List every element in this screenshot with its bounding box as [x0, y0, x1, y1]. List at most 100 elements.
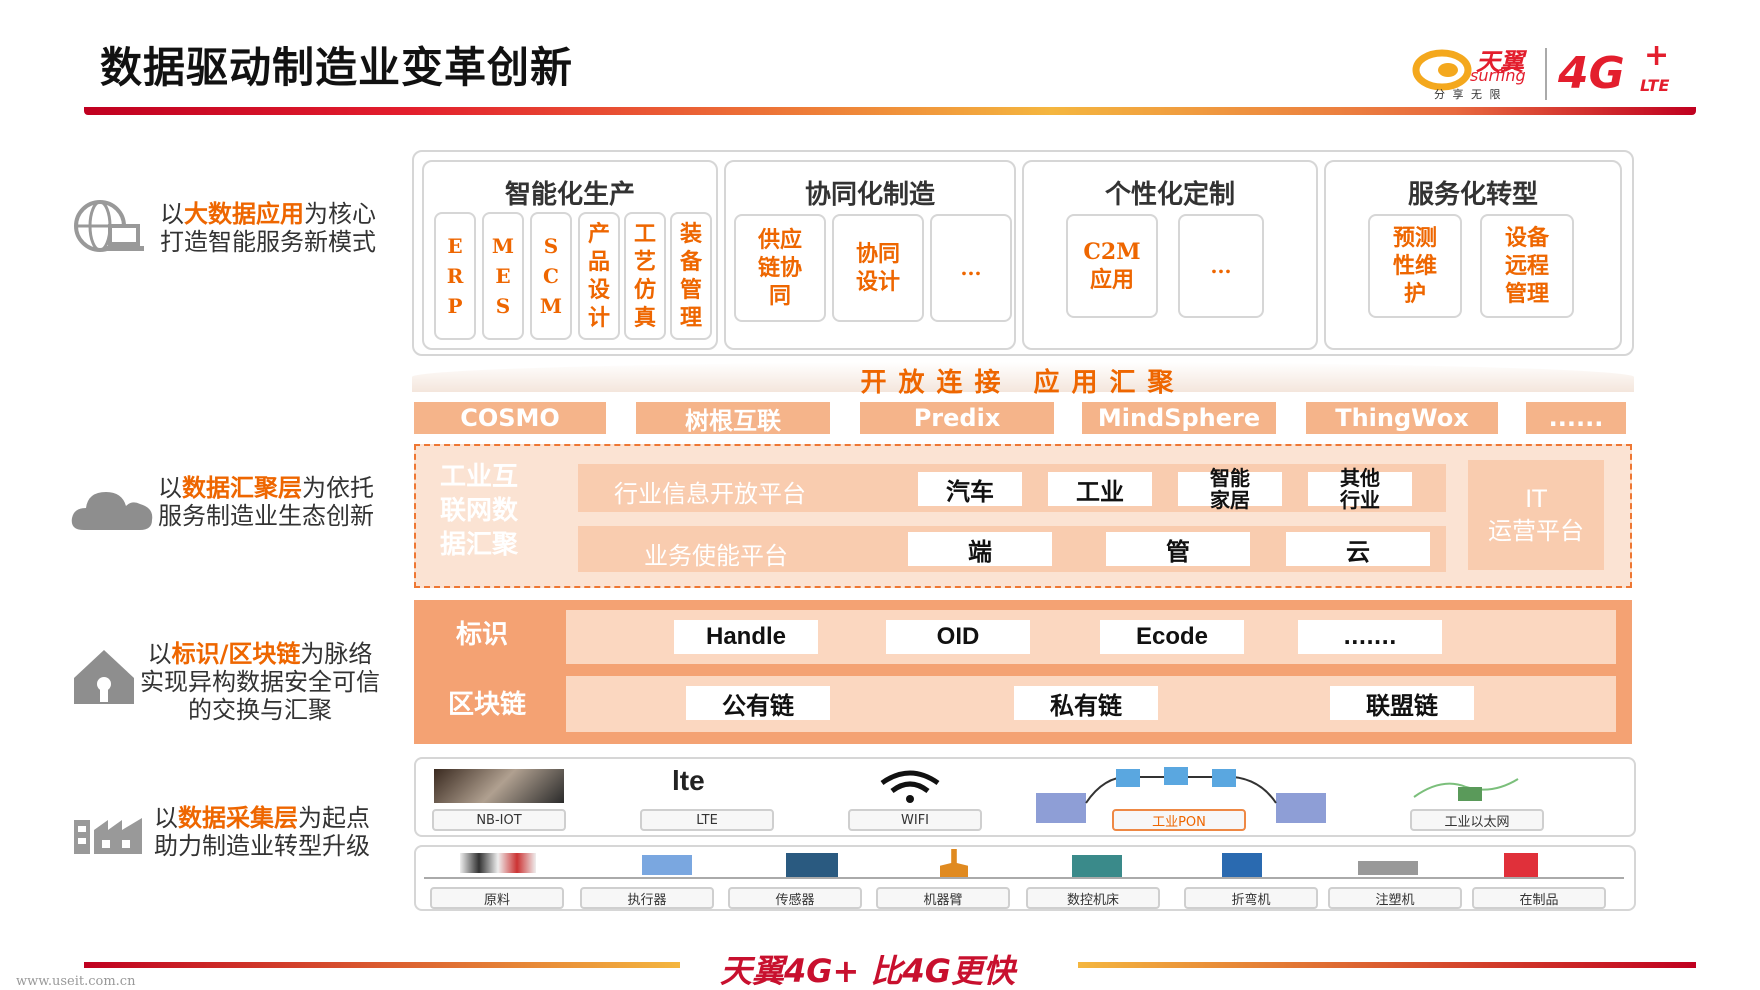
network-label: WIFI: [848, 809, 982, 831]
industry-item[interactable]: 工业: [1048, 472, 1152, 506]
platform-item[interactable]: Predix: [860, 402, 1054, 434]
side-text-4: 以数据采集层为起点 助力制造业转型升级: [154, 804, 370, 860]
sensor-image: [786, 853, 838, 877]
app-cell[interactable]: S C M: [530, 212, 572, 340]
industry-item[interactable]: 汽车: [918, 472, 1022, 506]
footer-slogan: 天翼4G+ 比4G更快: [720, 952, 1016, 990]
industry-item[interactable]: 智能 家居: [1178, 467, 1282, 511]
platform-item[interactable]: ......: [1526, 402, 1626, 434]
identity-item[interactable]: Ecode: [1100, 620, 1244, 654]
device-label: 在制品: [1472, 887, 1606, 909]
network-label: NB-IOT: [432, 809, 566, 831]
enablement-item[interactable]: 管: [1106, 532, 1250, 566]
surfing-swirl-icon: [1412, 48, 1547, 100]
app-cell[interactable]: C2M 应用: [1066, 214, 1158, 318]
app-cell[interactable]: ...: [1178, 214, 1264, 318]
identity-label: 标识: [456, 620, 509, 650]
lte-logo: lte: [672, 765, 705, 796]
network-label: LTE: [640, 809, 774, 831]
wip-image: [1504, 853, 1538, 877]
app-cell[interactable]: 供应 链协 同: [734, 214, 826, 322]
device-layer: 原料 执行器 传感器 机器臂 数控机床 折弯机 注塑机 在制品: [414, 845, 1636, 911]
brand-name: 天翼: [1476, 48, 1524, 76]
app-cell[interactable]: 协同 设计: [832, 214, 924, 322]
group-customization: 个性化定制 C2M 应用 ...: [1022, 160, 1318, 350]
enablement-item[interactable]: 端: [908, 532, 1052, 566]
enablement-platform-label: 业务使能平台: [644, 542, 788, 570]
identity-row: Handle OID Ecode .......: [566, 610, 1616, 664]
blockchain-item[interactable]: 私有链: [1014, 686, 1158, 720]
it-ops-platform[interactable]: IT 运营平台: [1468, 460, 1604, 570]
aggregation-layer: 工业互 联网数 据汇聚 行业信息开放平台 汽车 工业 智能 家居 其他 行业 业…: [414, 444, 1632, 588]
app-cell[interactable]: E R P: [434, 212, 476, 340]
platform-item[interactable]: 树根互联: [636, 402, 830, 435]
injection-image: [1358, 861, 1418, 875]
network-label: 工业以太网: [1410, 809, 1544, 831]
header-divider: [84, 107, 1696, 115]
device-label: 执行器: [580, 887, 714, 909]
app-cell[interactable]: 预测 性维 护: [1368, 214, 1462, 318]
group-title: 智能化生产: [504, 180, 635, 210]
blockchain-item[interactable]: 联盟链: [1330, 686, 1474, 720]
wifi-icon: [878, 769, 942, 807]
brand-logo: 天翼 surfing 分 享 无 限 4G + LTE: [1412, 38, 1692, 104]
industry-item[interactable]: 其他 行业: [1308, 467, 1412, 511]
app-cell[interactable]: 工 艺 仿 真: [624, 212, 666, 340]
app-cell[interactable]: 装 备 管 理: [670, 212, 712, 340]
group-title: 协同化制造: [804, 180, 935, 210]
device-label: 折弯机: [1184, 887, 1318, 909]
platform-item[interactable]: ThingWox: [1306, 402, 1498, 434]
page-title: 数据驱动制造业变革创新: [100, 43, 574, 92]
platform-item[interactable]: MindSphere: [1082, 402, 1276, 434]
blockchain-row: 公有链 私有链 联盟链: [566, 676, 1616, 732]
pon-diagram: [1036, 763, 1336, 873]
enablement-platform-row: 业务使能平台 端 管 云: [578, 526, 1446, 572]
brand-sub: surfing: [1470, 66, 1526, 85]
device-label: 数控机床: [1026, 887, 1160, 909]
device-arrow-line: [424, 877, 1624, 879]
device-label: 原料: [430, 887, 564, 909]
watermark: www.useit.com.cn: [16, 974, 136, 989]
group-title: 服务化转型: [1407, 180, 1538, 210]
network-label: 工业PON: [1112, 809, 1246, 831]
device-label: 机器臂: [876, 887, 1010, 909]
identity-item[interactable]: OID: [886, 620, 1030, 654]
robot-arm-image: [940, 849, 968, 877]
identity-item[interactable]: .......: [1298, 620, 1442, 654]
app-cell[interactable]: ...: [930, 214, 1012, 322]
nbiot-image: [434, 769, 564, 803]
industry-platform-row: 行业信息开放平台 汽车 工业 智能 家居 其他 行业: [578, 464, 1446, 512]
brand-lte: LTE: [1640, 76, 1670, 95]
app-cell[interactable]: M E S: [482, 212, 524, 340]
platform-item[interactable]: COSMO: [414, 402, 606, 434]
blockchain-item[interactable]: 公有链: [686, 686, 830, 720]
side-text-2: 以数据汇聚层为依托 服务制造业生态创新: [158, 474, 374, 530]
open-connect-arc: [412, 362, 1634, 392]
footer-divider-right: [1078, 962, 1696, 968]
actuator-image: [642, 855, 692, 875]
factory-icon: [72, 810, 144, 860]
group-service-transform: 服务化转型 预测 性维 护 设备 远程 管理: [1324, 160, 1622, 350]
industrial-ethernet-image: [1412, 773, 1522, 807]
open-connect-label: 开放连接 应用汇聚: [860, 368, 1186, 398]
brand-4g: 4G: [1558, 48, 1625, 99]
app-cell[interactable]: 产 品 设 计: [578, 212, 620, 340]
group-title: 个性化定制: [1104, 180, 1235, 210]
device-label: 传感器: [728, 887, 862, 909]
side-text-3: 以标识/区块链为脉络 实现异构数据安全可信 的交换与汇聚: [140, 640, 380, 724]
brand-tagline: 分 享 无 限: [1434, 88, 1503, 101]
blockchain-label: 区块链: [448, 690, 527, 720]
identity-item[interactable]: Handle: [674, 620, 818, 654]
brand-plus: +: [1644, 38, 1670, 73]
application-layer: 智能化生产 E R P M E S S C M 产 品 设 计 工 艺 仿 真 …: [412, 150, 1634, 356]
enablement-item[interactable]: 云: [1286, 532, 1430, 566]
industry-platform-label: 行业信息开放平台: [614, 480, 806, 508]
aggregation-title: 工业互 联网数 据汇聚: [440, 462, 519, 560]
group-smart-production: 智能化生产 E R P M E S S C M 产 品 设 计 工 艺 仿 真 …: [422, 160, 718, 350]
group-collaborative-mfg: 协同化制造 供应 链协 同 协同 设计 ...: [724, 160, 1016, 350]
app-cell[interactable]: 设备 远程 管理: [1480, 214, 1574, 318]
bender-image: [1222, 853, 1262, 877]
globe-computer-icon: [72, 198, 144, 260]
identity-blockchain-layer: 标识 Handle OID Ecode ....... 区块链 公有链 私有链 …: [414, 600, 1632, 744]
cloud-icon: [70, 482, 156, 538]
